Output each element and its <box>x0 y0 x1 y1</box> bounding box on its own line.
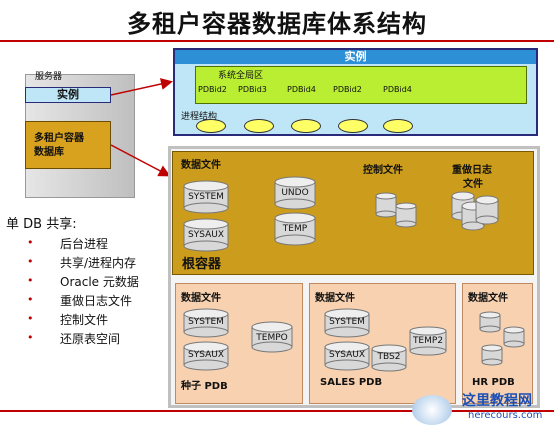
page-title: 多租户容器数据库体系结构 <box>127 10 427 38</box>
title-divider <box>0 40 554 42</box>
process-oval <box>383 119 413 133</box>
bullet: • <box>27 331 34 344</box>
seed-temp-file: TEMPO <box>256 333 288 343</box>
hr-datafiles-label: 数据文件 <box>468 293 508 304</box>
root-system-file: SYSTEM <box>188 192 224 202</box>
shared-item: 还原表空间 <box>60 332 121 346</box>
arrow-to-instance <box>110 78 173 96</box>
process-oval <box>291 119 321 133</box>
instance-header: 实例 <box>175 50 536 64</box>
watermark-logo-icon <box>412 395 452 425</box>
arrow-to-cdb <box>110 144 171 177</box>
shared-item: 后台进程 <box>60 237 109 251</box>
temp-file: TEMP <box>282 224 308 234</box>
bottom-divider <box>0 410 554 412</box>
sga-title: 系统全局区 <box>218 71 264 81</box>
shared-heading: 单 DB 共享: <box>6 217 77 232</box>
shared-item: 共享/进程内存 <box>60 256 137 270</box>
sales-pdb-title: SALES PDB <box>320 377 383 388</box>
server-db-box: 多租户容器 数据库 <box>25 121 111 169</box>
redo-label-2: 文件 <box>463 179 483 190</box>
process-oval <box>338 119 368 133</box>
process-oval <box>196 119 226 133</box>
bullet: • <box>27 255 34 268</box>
process-oval <box>244 119 274 133</box>
sales-datafiles-label: 数据文件 <box>315 293 355 304</box>
root-title: 根容器 <box>182 257 222 272</box>
sga-item: PDBid4 <box>287 85 316 94</box>
sga-item: PDBid3 <box>238 85 267 94</box>
root-datafiles-label: 数据文件 <box>181 160 221 171</box>
server-db-label-2: 数据库 <box>34 147 64 158</box>
hr-pdb-title: HR PDB <box>472 377 515 388</box>
seed-system-file: SYSTEM <box>188 317 224 327</box>
sga-box <box>195 66 527 104</box>
seed-pdb-title: 种子 PDB <box>181 381 228 392</box>
server-label: 服务器 <box>35 72 63 82</box>
sales-sysaux-file: SYSAUX <box>329 350 365 360</box>
server-instance-box: 实例 <box>25 87 111 103</box>
bullet: • <box>27 312 34 325</box>
bullet: • <box>27 236 34 249</box>
seed-sysaux-file: SYSAUX <box>188 350 224 360</box>
undo-file: UNDO <box>281 188 309 198</box>
sga-item: PDBid4 <box>383 85 412 94</box>
bullet: • <box>27 274 34 287</box>
sales-tbs2-file: TBS2 <box>377 352 401 362</box>
watermark-name: 这里教程网 <box>462 393 532 409</box>
redo-label-1: 重做日志 <box>452 165 492 176</box>
shared-item: Oracle 元数据 <box>60 275 139 289</box>
seed-datafiles-label: 数据文件 <box>181 293 221 304</box>
sales-temp-file: TEMP2 <box>412 336 444 346</box>
control-files-label: 控制文件 <box>363 165 403 176</box>
sga-item: PDBid2 <box>333 85 362 94</box>
server-db-label-1: 多租户容器 <box>34 133 84 144</box>
process-structure-label: 进程结构 <box>181 112 218 122</box>
bullet: • <box>27 293 34 306</box>
shared-item: 重做日志文件 <box>60 294 133 308</box>
root-sysaux-file: SYSAUX <box>188 230 224 240</box>
watermark-url: herecours.com <box>468 410 543 421</box>
shared-item: 控制文件 <box>60 313 109 327</box>
sales-system-file: SYSTEM <box>329 317 365 327</box>
sga-item: PDBid2 <box>198 85 227 94</box>
